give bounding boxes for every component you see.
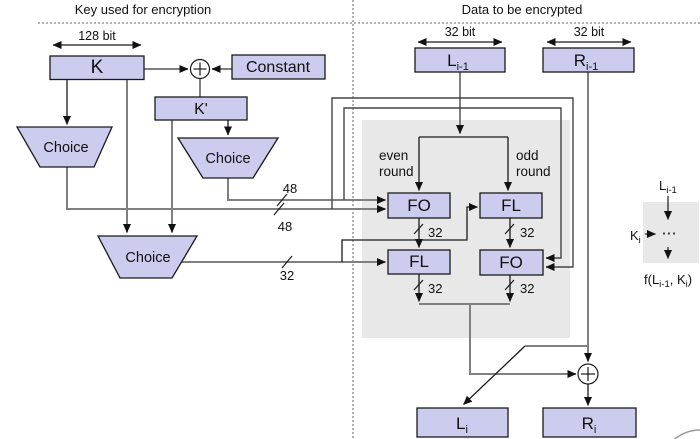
r-width-label: 32 bit [574,25,605,39]
fl-even-out-label: 32 [428,281,442,296]
bit-width-arrows [52,38,632,49]
choice-bottom-label: Choice [125,250,170,266]
left-section-title: Key used for encryption [75,2,212,17]
bus-48-lower-label: 48 [278,219,292,234]
choice-mid-label: Choice [205,151,250,167]
choice-top-trapezoid [15,126,114,168]
k-prime-box [154,96,248,121]
fl-odd-out-label: 32 [520,225,534,240]
fl-odd-label: FL [501,196,521,215]
r-output-box [542,407,637,438]
odd-round-label-2: round [516,164,551,179]
diagram-boxes [15,47,637,438]
even-round-label-2: round [379,164,414,179]
f-output-label: f(Li-1, Ki) [644,272,692,290]
fo-odd-box [479,249,544,276]
fo-even-label: FO [407,196,431,215]
fo-odd-label: FO [499,253,523,272]
right-section-title: Data to be encrypted [462,2,583,17]
fo-even-box [387,192,451,219]
connector-lines [63,79,592,406]
k-width-label: 128 bit [78,29,116,43]
f-input-label: Li-1 [659,178,677,196]
r-input-label: Ri-1 [574,51,599,73]
corner-arc-decoration [673,429,700,439]
fl-odd-box [479,192,543,219]
k-prime-box-label: K' [194,101,208,118]
r-input-box [542,47,635,73]
constant-box-label: Constant [246,59,311,76]
fo-odd-out-label: 32 [520,281,534,296]
k-box-label: K [91,57,104,78]
f-dots-icon: ⋯ [662,225,677,242]
bus-32-label: 32 [280,268,294,283]
choice-mid-trapezoid [176,137,280,179]
f-key-label: Ki [630,228,641,246]
xor-data-icon [577,363,599,385]
f-function-arrows [645,196,672,259]
choice-bottom-trapezoid [96,235,199,279]
bus-width-slashes [273,193,515,291]
l-output-box [416,407,509,438]
bus-48-upper-label: 48 [283,181,297,196]
constant-box [231,54,326,80]
bus-lines [66,65,592,378]
odd-round-label-1: odd [516,148,539,163]
l-input-box [414,47,506,73]
fl-even-label: FL [409,252,429,271]
section-divider-lines [38,0,700,439]
fl-even-box [387,249,451,275]
fo-even-out-label: 32 [428,225,442,240]
l-input-label: Li-1 [447,51,469,73]
even-round-label-1: even [379,148,408,163]
k-box [49,55,145,81]
l-width-label: 32 bit [445,25,476,39]
xor-key-icon [189,58,211,80]
round-function-panel [362,120,570,338]
choice-top-label: Choice [43,140,88,156]
l-output-label: Li [456,414,468,436]
r-output-label: Ri [582,414,597,436]
